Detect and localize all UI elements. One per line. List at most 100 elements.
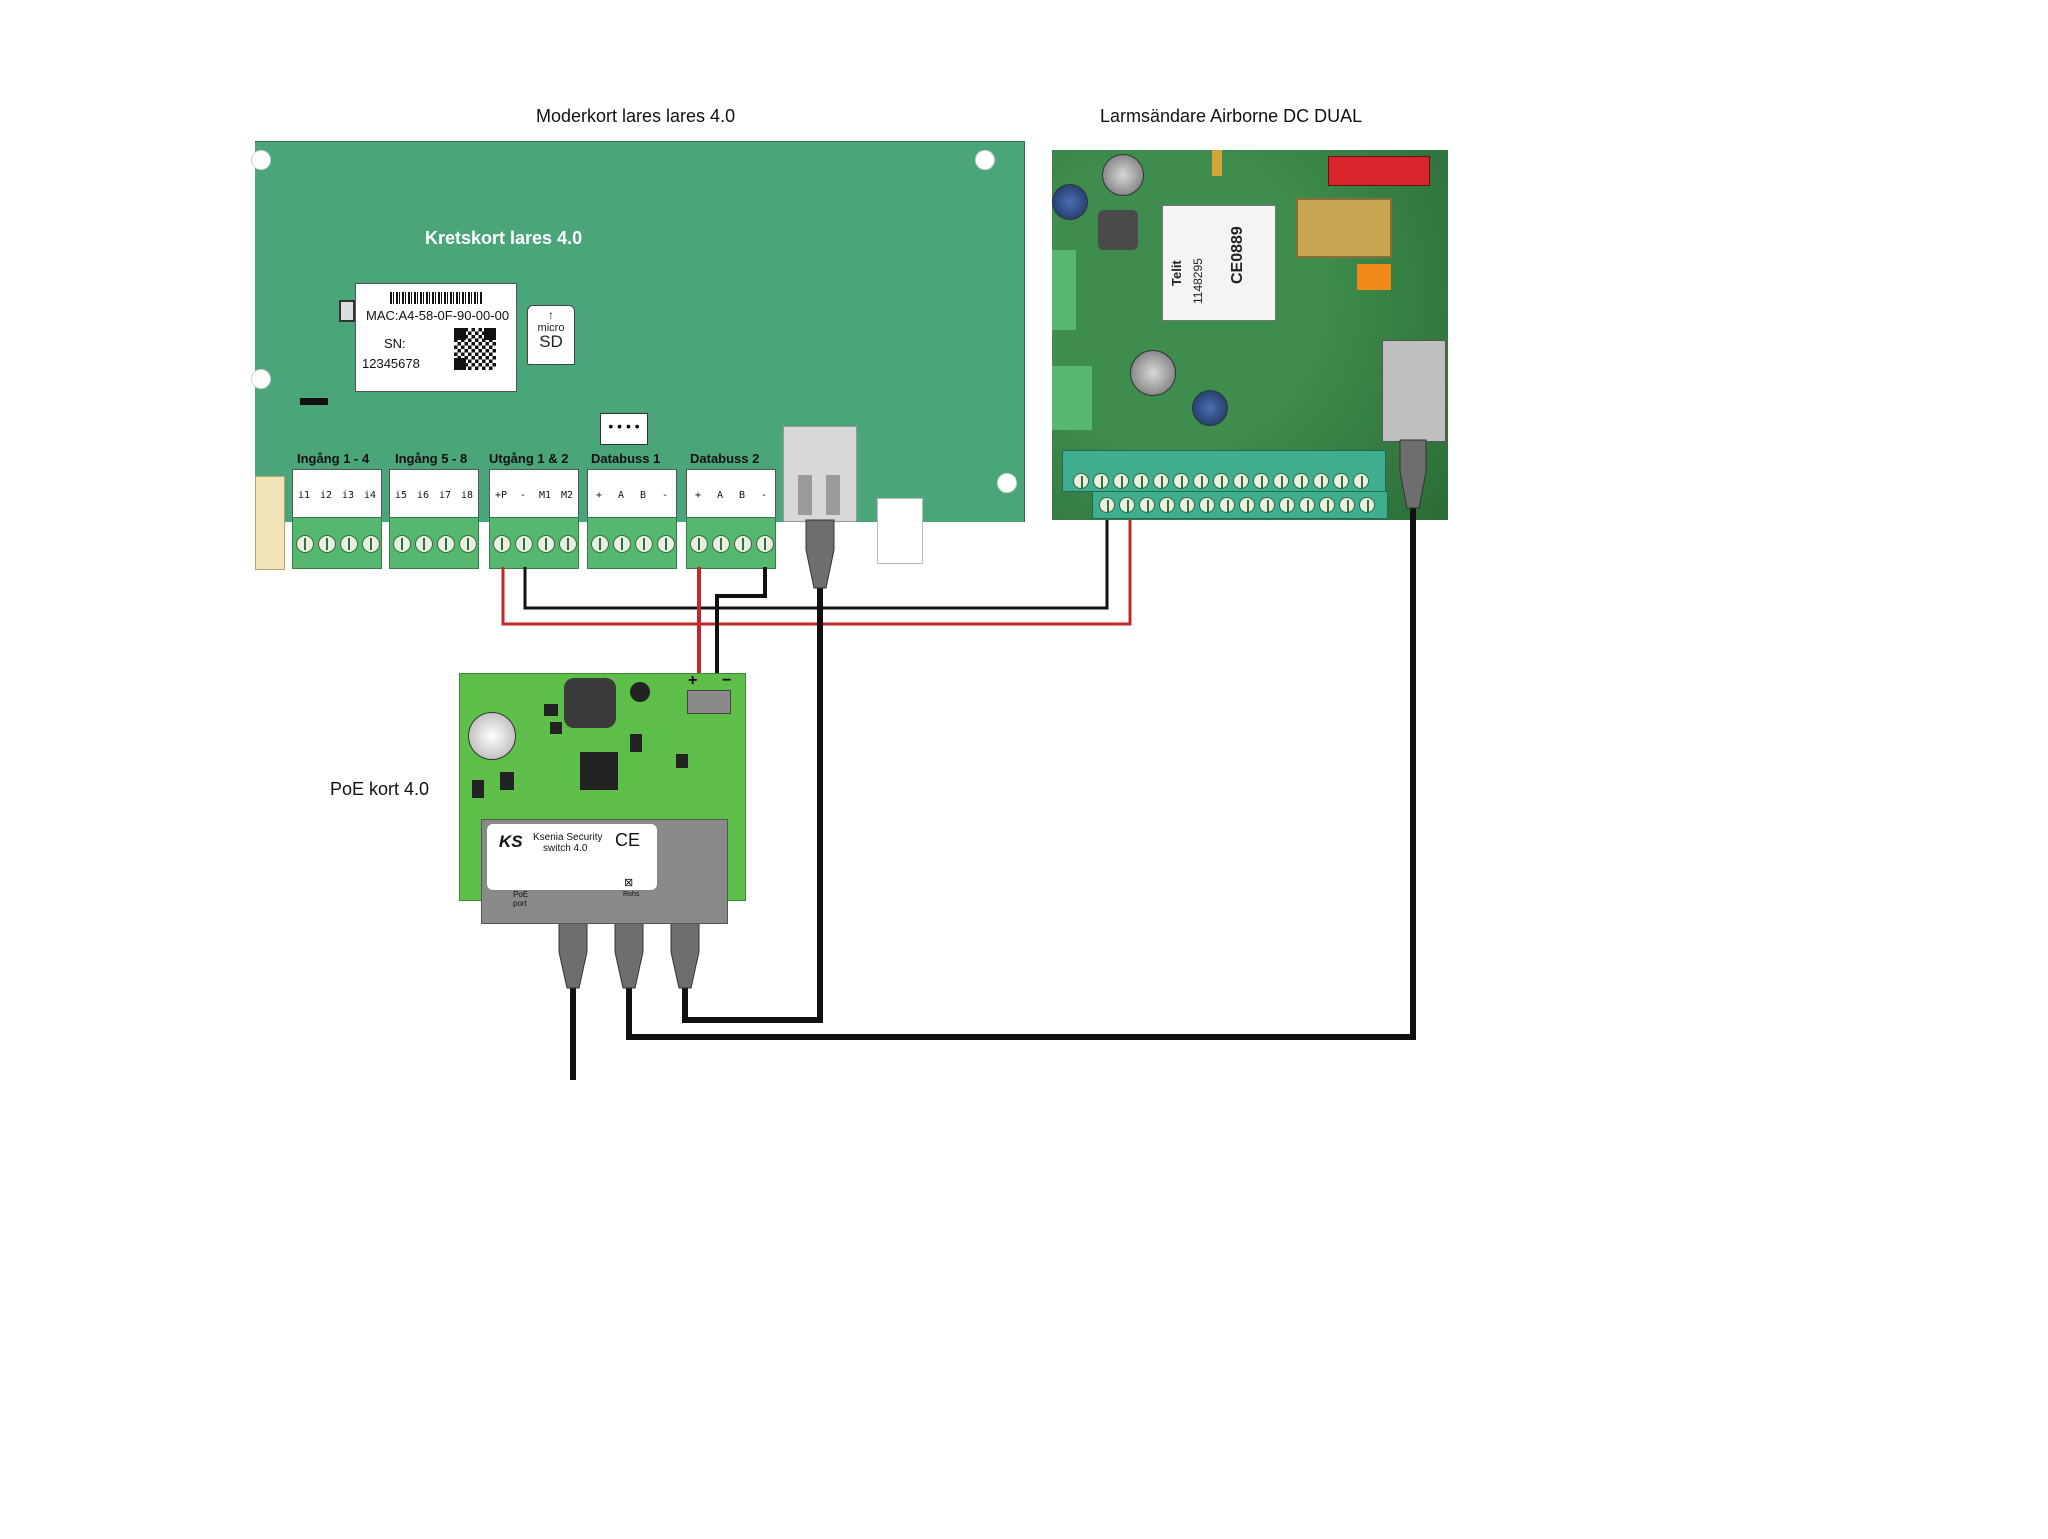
poe-heading: PoE kort 4.0 xyxy=(330,779,430,799)
screw-icon xyxy=(318,535,336,553)
pin-label: A xyxy=(617,490,625,501)
pin-label: A xyxy=(716,490,724,501)
screw-icon xyxy=(493,535,511,553)
arrow-up-icon: ↑ xyxy=(548,308,554,322)
wire-black-ground xyxy=(523,520,1109,610)
side-connector xyxy=(255,476,285,570)
screw-icon xyxy=(1333,473,1349,489)
screw-icon xyxy=(1113,473,1129,489)
screw-icon xyxy=(1073,473,1089,489)
red-connector xyxy=(1328,156,1430,186)
side-terminal xyxy=(1052,250,1076,330)
gsm-module: Telit 1148295 CE0889 xyxy=(1162,205,1276,321)
weee-icon: ⊠ xyxy=(624,877,634,889)
pin-label: i7 xyxy=(438,490,452,501)
port-slot xyxy=(798,475,812,515)
screw-icon xyxy=(559,535,577,553)
screw-icon xyxy=(1273,473,1289,489)
screw-icon xyxy=(1119,497,1135,513)
capacitor xyxy=(1102,154,1144,196)
terminal-block-databus-1: + A B - xyxy=(587,469,677,569)
terminal-label-inputs-5-8: Ingång 5 - 8 xyxy=(395,451,468,466)
sd-line1: micro xyxy=(537,322,565,334)
screw-icon xyxy=(591,535,609,553)
screw-icon xyxy=(1153,473,1169,489)
screw-icon xyxy=(459,535,477,553)
pin-label: i3 xyxy=(341,490,355,501)
sn-value: 12345678 xyxy=(362,356,420,371)
screw-icon xyxy=(1359,497,1375,513)
cable-motherboard-ethernet xyxy=(682,585,823,1023)
screw-icon xyxy=(393,535,411,553)
sn-label: SN: xyxy=(384,336,406,351)
pin-label: +P xyxy=(494,490,508,501)
screw-icon xyxy=(340,535,358,553)
screw-icon xyxy=(362,535,380,553)
orange-component xyxy=(1357,264,1391,290)
minus-marking: − xyxy=(722,672,732,689)
antenna-connector xyxy=(1212,150,1222,176)
rj45-plug xyxy=(614,921,644,989)
terminal-label-databus-2: Databuss 2 xyxy=(690,451,760,466)
button-component xyxy=(339,300,355,322)
pin-label: i4 xyxy=(363,490,377,501)
screw-icon xyxy=(1299,497,1315,513)
white-connector xyxy=(877,498,923,564)
screw-icon xyxy=(1179,497,1195,513)
terminal-block-outputs: +P - M1 M2 xyxy=(489,469,579,569)
terminal-block-inputs-1-4: i1 i2 i3 i4 xyxy=(292,469,382,569)
screw-icon xyxy=(1253,473,1269,489)
mount-hole xyxy=(997,473,1017,493)
inductor xyxy=(1192,390,1228,426)
plus-marking: + xyxy=(688,672,698,689)
rj45-plug xyxy=(558,921,588,989)
terminal-label-inputs-1-4: Ingång 1 - 4 xyxy=(297,451,370,466)
sd-line2: SD xyxy=(539,332,563,351)
smd-component xyxy=(544,704,558,716)
micro-sd-slot: ↑ micro SD xyxy=(527,305,575,365)
screw-icon xyxy=(1159,497,1175,513)
sim-slot xyxy=(1296,198,1392,258)
screw-icon xyxy=(613,535,631,553)
mount-hole xyxy=(251,369,271,389)
screw-icon xyxy=(657,535,675,553)
side-terminal xyxy=(1052,366,1092,430)
screw-icon xyxy=(1339,497,1355,513)
board-title: Kretskort lares 4.0 xyxy=(425,228,583,248)
terminal-label-outputs: Utgång 1 & 2 xyxy=(489,451,569,466)
pin-label: - xyxy=(661,490,669,501)
pin-label: i1 xyxy=(297,490,311,501)
pin-label: M2 xyxy=(560,490,574,501)
pin-label: - xyxy=(760,490,768,501)
rj45-plug xyxy=(805,519,835,589)
capacitor xyxy=(1130,350,1176,396)
buzzer-component xyxy=(468,712,516,760)
transformer-component xyxy=(564,678,616,728)
pin-label: B xyxy=(639,490,647,501)
transmitter-terminal-strip xyxy=(1062,450,1386,492)
ce-mark: CE xyxy=(615,830,641,850)
smd-component xyxy=(472,780,484,798)
screw-icon xyxy=(1193,473,1209,489)
power-terminal xyxy=(687,690,731,714)
terminal-block-inputs-5-8: i5 i6 i7 i8 xyxy=(389,469,479,569)
smd-component xyxy=(676,754,688,768)
screw-icon xyxy=(415,535,433,553)
screw-icon xyxy=(712,535,730,553)
screw-icon xyxy=(1133,473,1149,489)
screw-icon xyxy=(296,535,314,553)
screw-icon xyxy=(734,535,752,553)
screw-icon xyxy=(756,535,774,553)
transmitter-terminal-strip-lower xyxy=(1092,491,1388,519)
mac-address: MAC:A4-58-0F-90-00-00 xyxy=(366,308,510,323)
screw-icon xyxy=(1293,473,1309,489)
ethernet-port xyxy=(783,426,857,522)
screw-icon xyxy=(1139,497,1155,513)
pin-label: i8 xyxy=(460,490,474,501)
screw-icon xyxy=(1233,473,1249,489)
pin-label: i6 xyxy=(416,490,430,501)
inductor xyxy=(1098,210,1138,250)
poe-product-label: KS Ksenia Security switch 4.0 CE PoE por… xyxy=(487,824,657,908)
screw-icon xyxy=(1259,497,1275,513)
header-connector: • • • • xyxy=(600,413,648,445)
